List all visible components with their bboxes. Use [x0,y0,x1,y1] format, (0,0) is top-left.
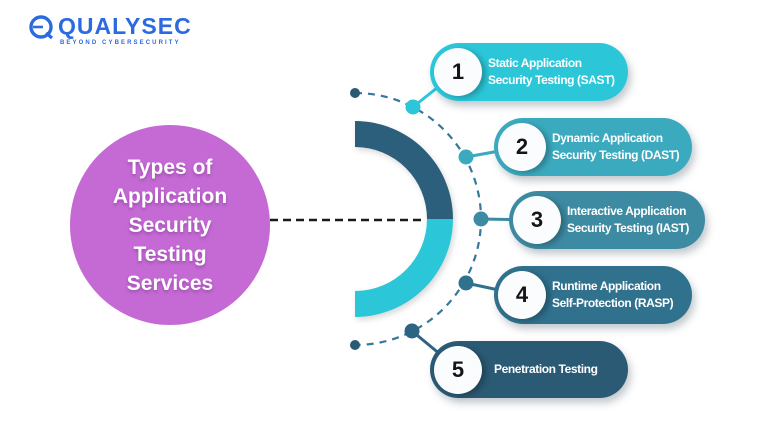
arc-node-dot-2 [458,149,474,165]
item-label-line2: Self-Protection (RASP) [552,296,674,310]
half-donut-ring [355,121,453,317]
title-line: Services [126,271,214,295]
ring-top-segment [355,121,453,219]
title-line: Testing [133,242,207,266]
item-label-line2: Security Testing (SAST) [488,73,615,87]
logo-wordmark: QUALYSEC [58,13,192,39]
item-number-badge: 5 [434,346,482,394]
item-pill-penetration-testing: 5 Penetration Testing [430,341,628,398]
arc-node-dot-5 [404,323,420,339]
logo-text: QUALYSEC BEYOND CYBERSECURITY [58,13,192,46]
arc-end-dot-bottom [350,340,360,350]
item-pill-rasp: 4 Runtime Application Self-Protection (R… [494,266,692,324]
item-label-line2: Security Testing (IAST) [567,221,689,235]
item-label: Penetration Testing [494,341,598,398]
title-line: Security [128,213,212,237]
item-label-line1: Runtime Application [552,279,661,293]
item-label-line1: Static Application [488,56,582,70]
ring-bottom-segment [355,219,453,317]
qualysec-logo: QUALYSEC BEYOND CYBERSECURITY [26,13,192,46]
item-pill-sast: 1 Static Application Security Testing (S… [430,43,628,101]
logo-q-ring [29,15,53,39]
item-number-badge: 3 [513,196,561,244]
item-number-badge: 2 [498,123,546,171]
title-circle: Types of Application Security Testing Se… [70,125,270,325]
item-number: 1 [451,59,465,84]
item-label: Runtime Application Self-Protection (RAS… [552,266,674,324]
item-number-badge: 4 [498,271,546,319]
item-label-line1: Penetration Testing [494,362,598,376]
item-number: 5 [451,357,465,382]
item-label-line1: Dynamic Application [552,131,663,145]
arc-end-dot-top [350,88,360,98]
item-pill-dast: 2 Dynamic Application Security Testing (… [494,118,692,176]
item-number-badge: 1 [434,48,482,96]
arc-node-dot-3 [473,211,489,227]
item-label: Interactive Application Security Testing… [567,191,689,249]
item-label-line1: Interactive Application [567,204,687,218]
arc-node-dot-1 [405,99,421,115]
item-label: Static Application Security Testing (SAS… [488,43,615,101]
title-line: Types of [127,155,213,179]
logo-q-tail [44,31,54,40]
item-pill-iast: 3 Interactive Application Security Testi… [509,191,705,249]
title-line: Application [112,184,228,208]
item-number: 4 [515,282,529,307]
item-number: 3 [530,207,544,232]
arc-node-dot-4 [458,275,474,291]
logo-tagline: BEYOND CYBERSECURITY [60,40,181,46]
item-number: 2 [515,134,529,159]
item-label: Dynamic Application Security Testing (DA… [552,118,680,176]
qualysec-logo-q-icon [29,15,54,40]
item-label-line2: Security Testing (DAST) [552,148,680,162]
